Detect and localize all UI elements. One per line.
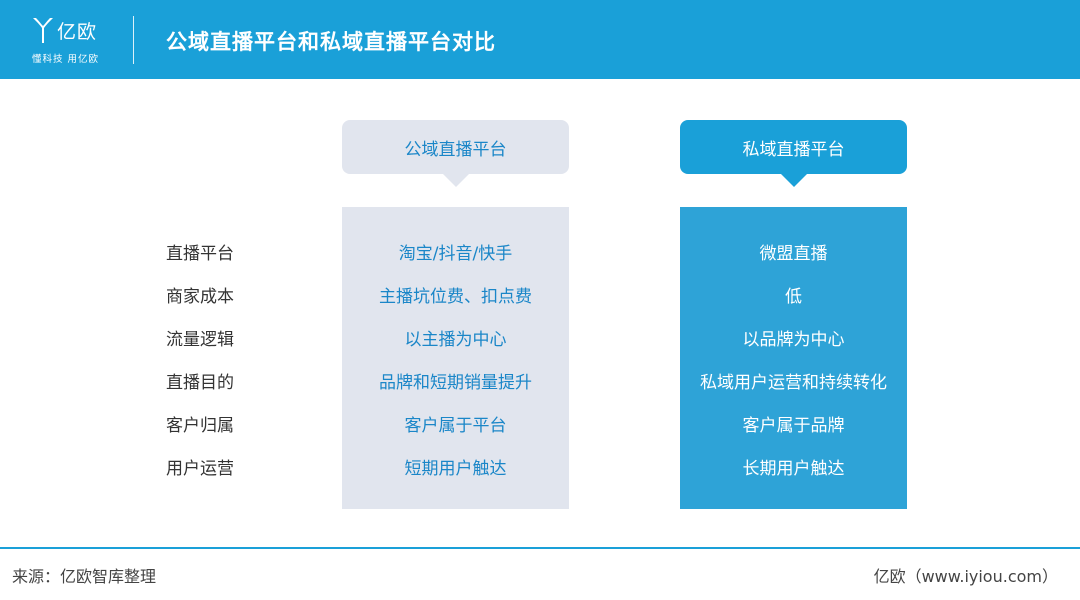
footer-divider <box>0 547 1080 549</box>
public-cell-purpose: 品牌和短期销量提升 <box>379 373 532 393</box>
private-cell-platform: 微盟直播 <box>759 244 828 264</box>
public-cell-traffic-logic: 以主播为中心 <box>404 330 507 350</box>
private-cell-purpose: 私域用户运营和持续转化 <box>700 373 887 393</box>
logo-slogan: 懂科技 用亿欧 <box>32 54 100 65</box>
private-cell-customer-ownership: 客户属于品牌 <box>742 416 845 436</box>
public-cell-platform: 淘宝/抖音/快手 <box>398 244 513 264</box>
logo-name: 亿欧 <box>57 21 98 43</box>
header-divider <box>133 16 134 64</box>
public-column-panel <box>342 207 569 509</box>
header-bar: 亿欧 懂科技 用亿欧 公域直播平台和私域直播平台对比 <box>0 0 1080 79</box>
public-column-title: 公域直播平台 <box>404 139 507 160</box>
footer-source: 来源：亿欧智库整理 <box>12 567 157 586</box>
private-cell-traffic-logic: 以品牌为中心 <box>742 330 845 350</box>
private-column-panel <box>680 207 907 509</box>
private-cell-user-operation: 长期用户触达 <box>742 459 845 479</box>
public-cell-cost: 主播坑位费、扣点费 <box>379 287 532 307</box>
row-label-customer-ownership: 客户归属 <box>166 416 234 436</box>
public-cell-user-operation: 短期用户触达 <box>404 459 507 479</box>
private-column-header: 私域直播平台 <box>680 120 907 187</box>
public-column-header: 公域直播平台 <box>342 120 569 187</box>
row-label-traffic-logic: 流量逻辑 <box>166 330 234 350</box>
logo: 亿欧 懂科技 用亿欧 <box>32 14 112 68</box>
footer-site: 亿欧（www.iyiou.com） <box>873 567 1058 586</box>
row-label-purpose: 直播目的 <box>166 373 234 393</box>
row-label-user-operation: 用户运营 <box>166 459 234 479</box>
row-label-platform: 直播平台 <box>166 244 234 264</box>
public-cell-customer-ownership: 客户属于平台 <box>404 416 507 436</box>
yiou-logo-icon <box>33 18 53 43</box>
row-label-cost: 商家成本 <box>166 287 234 307</box>
page-title: 公域直播平台和私域直播平台对比 <box>166 30 496 54</box>
private-column-title: 私域直播平台 <box>742 139 845 160</box>
private-cell-cost: 低 <box>785 287 802 307</box>
